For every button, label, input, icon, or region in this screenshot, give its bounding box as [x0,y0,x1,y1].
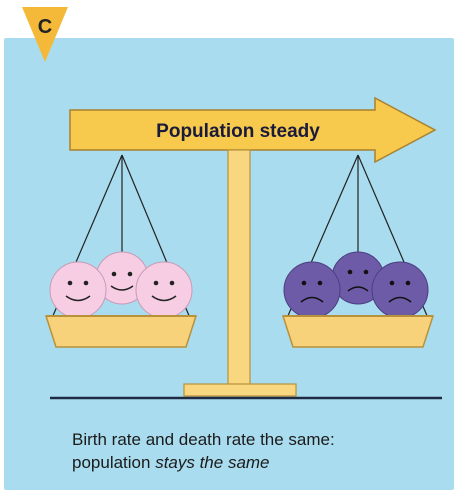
smiling-face-icon [50,262,106,318]
section-badge: C [22,7,68,62]
caption-line-2-plain: population [72,453,155,472]
arrow-label: Population steady [156,121,320,142]
sad-face-icon [372,262,428,318]
badge-letter: C [38,16,52,38]
caption: Birth rate and death rate the same: popu… [72,428,442,474]
population-arrow: Population steady [70,98,435,162]
scale-pillar [184,150,296,396]
sad-face-icon [284,262,340,318]
left-faces [50,252,192,318]
caption-line-2-italic: stays the same [155,453,269,472]
right-faces [284,252,428,318]
caption-line-1: Birth rate and death rate the same: [72,428,442,451]
left-pan [46,316,196,347]
smiling-face-icon [136,262,192,318]
caption-line-2: population stays the same [72,451,442,474]
right-pan [283,316,433,347]
